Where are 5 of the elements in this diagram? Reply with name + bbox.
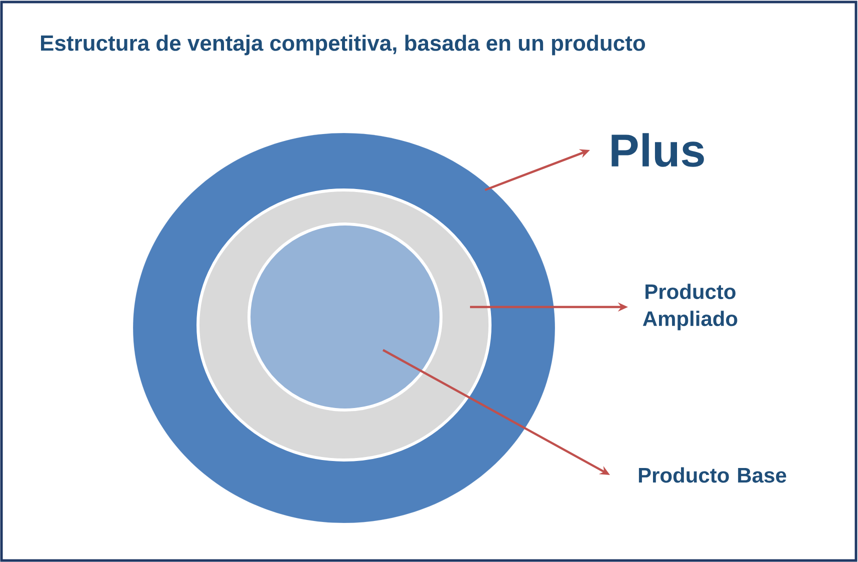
label: Producto Base bbox=[638, 467, 786, 483]
label: Plus bbox=[612, 133, 704, 167]
label: Producto Ampliado bbox=[642, 284, 738, 330]
ring bbox=[248, 222, 442, 412]
title: Estructura de ventaja competitiva, basada en un producto bbox=[41, 34, 646, 56]
